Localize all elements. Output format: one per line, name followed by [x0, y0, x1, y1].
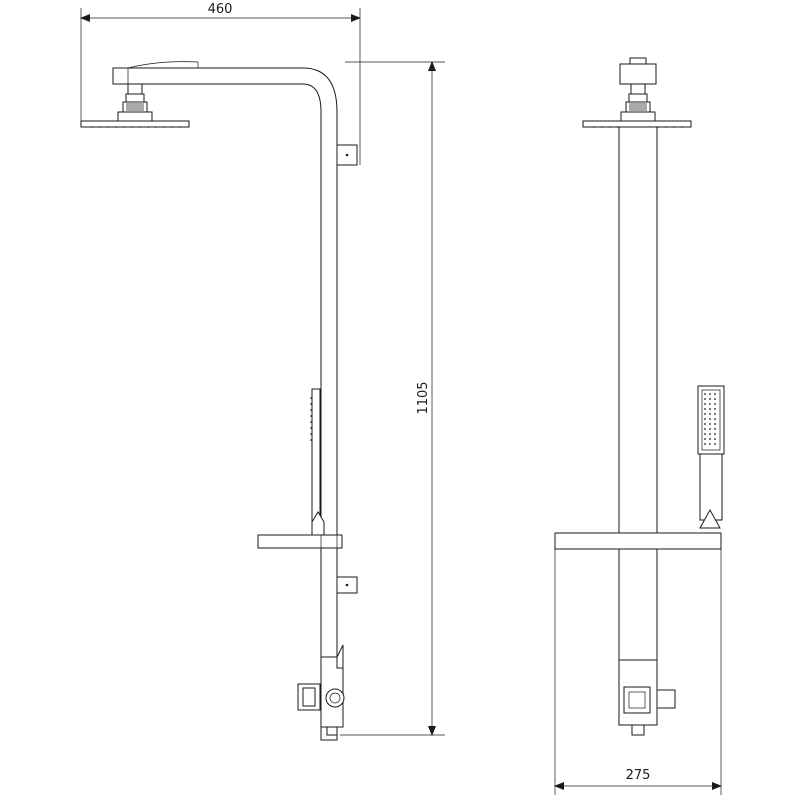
front-soap-shelf	[554, 532, 722, 550]
front-temperature-knob	[656, 689, 676, 709]
hand-shower	[311, 388, 321, 523]
front-hand-shower-holder	[699, 508, 721, 529]
shower-arm	[112, 67, 338, 741]
head-connector	[127, 83, 143, 95]
front-rain-shower-head	[582, 120, 692, 128]
hand-shower-nozzles	[704, 393, 716, 445]
side-view: 460 1105	[80, 2, 445, 741]
dimension-275-label: 275	[626, 768, 651, 783]
dimension-460-label: 460	[208, 2, 233, 17]
dimension-1105: 1105	[340, 61, 445, 736]
dimension-460: 460	[80, 2, 361, 165]
diverter-lever	[336, 644, 344, 669]
front-top-block	[619, 63, 657, 85]
dimension-1105-label: 1105	[416, 381, 431, 414]
rain-shower-head	[80, 120, 190, 128]
dimension-275: 275	[554, 549, 722, 795]
water-inlet	[326, 726, 338, 736]
front-column	[618, 126, 658, 661]
front-view: 275	[554, 57, 725, 795]
temperature-knob	[325, 688, 345, 708]
soap-shelf	[257, 534, 343, 549]
front-mixer-handle	[623, 686, 651, 714]
